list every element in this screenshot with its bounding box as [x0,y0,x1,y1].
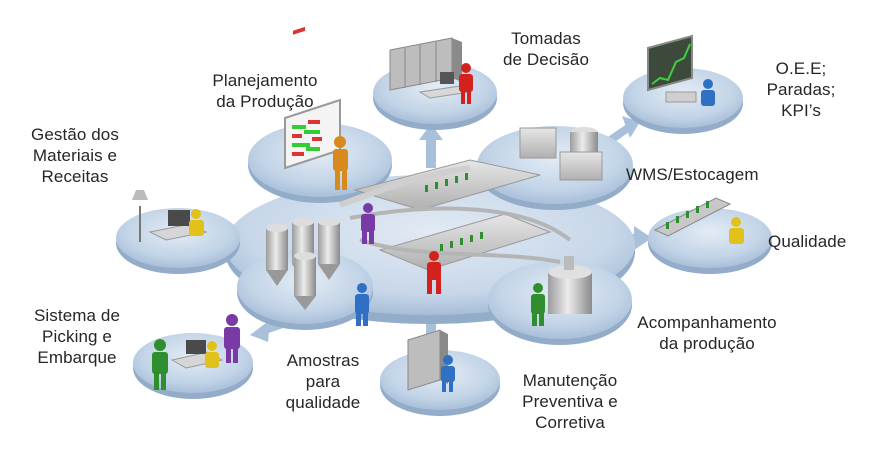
label-sistema-de-picking: Sistema de Picking e Embarque [33,306,121,367]
person-icon [729,217,744,244]
reactor-icon [548,256,592,314]
disc-qualidade [648,208,772,274]
workstation-icon [418,72,472,99]
label-manutencao-preventiva: Manutenção Preventiva e Corretiva [522,371,618,432]
conveyor-icon [653,197,732,237]
label-wms-estocagem: WMS/Estocagem [626,165,759,184]
person-icon [459,63,473,104]
silo-icon [266,218,340,310]
arrow-to-tomadas [419,124,443,168]
monitor-chart-icon [647,34,697,103]
label-qualidade: Qualidade [768,232,847,251]
label-gestao-dos-materiais: Gestão dos Materiais e Receitas [31,125,119,186]
label-acompanhamento-da-producao: Acompanhamento da produção [637,313,777,353]
reactor-icon [519,127,603,181]
label-amostras-para-qualidade: Amostras para qualidade [285,351,361,412]
person-icon [189,209,204,236]
person-icon [361,203,375,244]
person-icon [333,136,348,190]
person-icon [205,341,219,368]
production-line [338,159,572,271]
server-rack-icon [389,37,462,91]
person-icon [224,314,240,363]
label-planejamento-da-producao: Planejamento da Produção [212,71,318,111]
label-tomadas-de-decisao: Tomadas de Decisão [502,29,590,69]
lamp-icon [132,190,148,242]
person-icon [355,283,369,326]
person-icon [427,251,441,294]
label-oee-paradas-kpis: O.E.E; Paradas; KPI’s [766,59,836,120]
person-icon [152,339,168,390]
person-icon [701,79,715,106]
person-icon [441,355,455,392]
person-icon [531,283,545,326]
